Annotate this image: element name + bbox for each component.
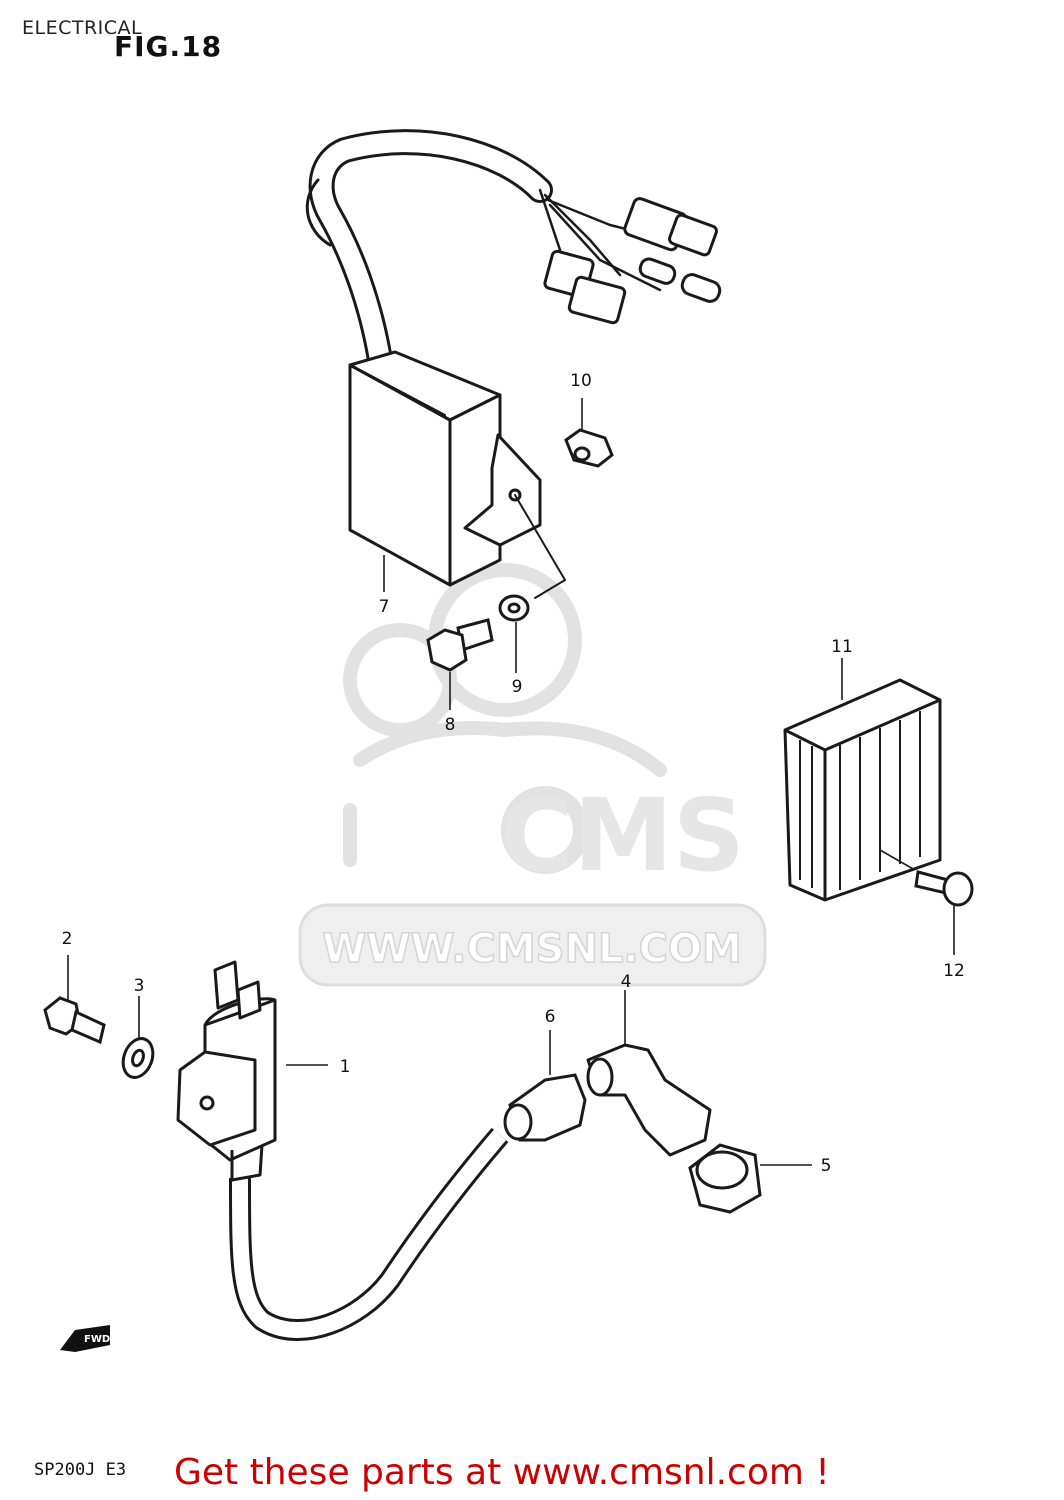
bolt-part-2 <box>43 996 106 1045</box>
callout-1: 1 <box>340 1057 351 1077</box>
callout-9: 9 <box>512 677 523 697</box>
figure-title: FIG.18 <box>114 30 223 63</box>
callout-12: 12 <box>943 961 965 981</box>
forward-label: FWD <box>84 1334 110 1345</box>
section-title: ELECTRICAL <box>22 17 143 39</box>
callout-8: 8 <box>445 715 456 735</box>
callout-3: 3 <box>134 976 145 996</box>
cap-part-6 <box>503 1073 587 1142</box>
callout-2: 2 <box>62 929 73 949</box>
washer-part-3 <box>121 1037 155 1079</box>
callout-6: 6 <box>545 1007 556 1027</box>
callout-10: 10 <box>570 371 592 391</box>
nut-part <box>564 428 614 468</box>
plug-cap-part <box>586 1043 712 1157</box>
watermark-url: WWW.CMSNL.COM <box>322 926 742 972</box>
forward-direction-arrow: FWD <box>60 1325 110 1352</box>
washer-part-9 <box>498 594 530 622</box>
ignition-coil-part <box>176 960 509 1341</box>
leader-lines <box>67 398 955 1166</box>
bolt-part-8 <box>426 618 494 672</box>
callout-5: 5 <box>821 1156 832 1176</box>
promo-link[interactable]: Get these parts at www.cmsnl.com ! <box>174 1452 830 1493</box>
cdi-unit-part <box>305 129 722 599</box>
model-code: SP200J E3 <box>34 1460 127 1480</box>
regulator-rectifier-part <box>783 678 942 902</box>
watermark-brand: CMS <box>500 777 745 894</box>
callout-11: 11 <box>831 637 853 657</box>
callout-labels: 1 2 3 4 5 6 7 8 9 10 11 12 <box>62 371 965 1176</box>
cover-part-5 <box>688 1143 762 1214</box>
watermark-brand-mark: CMS <box>500 777 745 894</box>
callout-4: 4 <box>621 972 632 992</box>
screw-part-12 <box>914 870 974 907</box>
watermark-url-banner: WWW.CMSNL.COM <box>298 903 767 987</box>
callout-7: 7 <box>379 597 390 617</box>
